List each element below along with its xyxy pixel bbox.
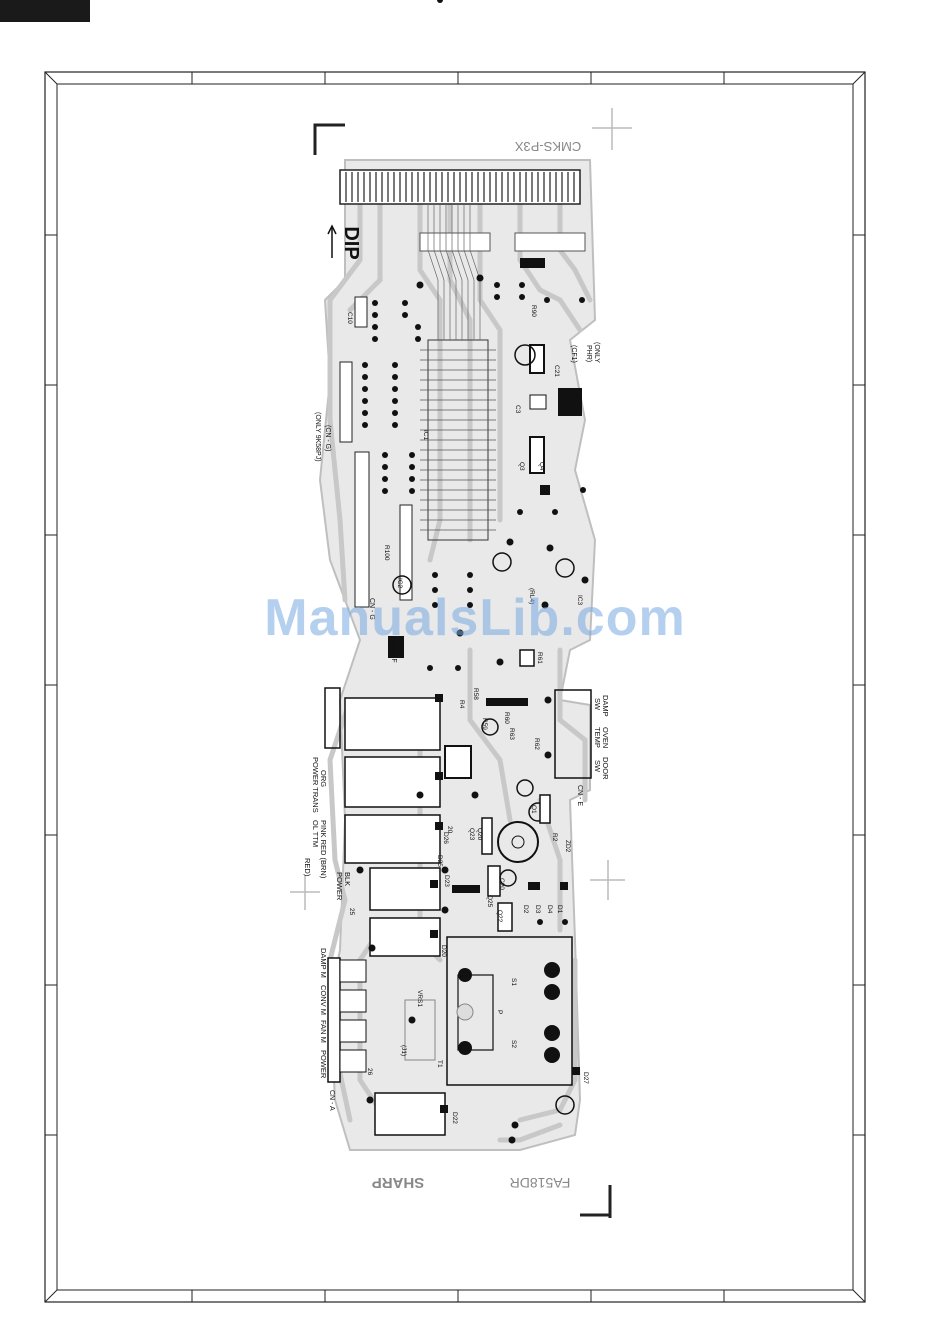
r62-label: R62: [533, 738, 540, 750]
zd2-label: ZD2: [564, 840, 571, 853]
part-code-bottom: FA518DR: [510, 1175, 571, 1191]
p-label: P: [496, 1010, 503, 1014]
drawing-frame: [44, 71, 866, 1303]
harness-labels: ORG POWER TRANS PINK RED (BRN) OL TTM RE…: [303, 757, 352, 1079]
sw-label: SW: [593, 698, 602, 711]
connector-cn-g-block: [339, 296, 413, 608]
r4-label: R4: [458, 700, 465, 709]
r100-label: R100: [383, 545, 390, 561]
dip-orientation: DIP: [327, 224, 362, 260]
r60-label: R60: [503, 712, 510, 724]
s2-label: S2: [510, 1040, 517, 1048]
cn-f-label: CN - F: [390, 642, 397, 663]
middle-components: [388, 0, 592, 779]
cf1-label: (CF1): [570, 345, 577, 363]
d3-label: D3: [534, 905, 541, 914]
r59-label: R59: [481, 718, 488, 730]
q25-label: Q25: [486, 895, 493, 908]
org-label: ORG: [319, 770, 328, 787]
resistor-array-left: [362, 300, 421, 494]
pink-red-label: PINK RED (BRN): [319, 820, 328, 879]
c3-label: C3: [514, 405, 521, 414]
relay-outlines: [324, 687, 446, 1136]
upper-right-components: [492, 258, 586, 578]
t1-label: T1: [436, 1060, 443, 1068]
conv-m-label: CONV M: [319, 985, 328, 1015]
sw2-label: SW: [593, 760, 602, 773]
q4-label: Q4: [538, 462, 545, 471]
cn-g-label: CN - G: [368, 598, 375, 620]
connector-cn-a-block: [327, 957, 367, 1083]
oltm-label: OL TTM: [311, 820, 320, 847]
r61-label: R61: [536, 652, 543, 664]
cn-g-note2: (ONLY 9K58PJ): [314, 412, 321, 462]
ic1-package: [420, 204, 496, 541]
watermark: ManualsLib.com: [264, 589, 686, 647]
r58-label: R58: [472, 688, 479, 700]
fan-m-label: FAN M: [319, 1020, 328, 1043]
r90-label: R90: [530, 305, 537, 317]
blk-label: BLK: [343, 872, 352, 886]
power-blk-label: POWER: [335, 872, 344, 901]
r2-label: R2: [551, 833, 558, 842]
rl4-label: (RL4): [528, 588, 535, 604]
d1-label: D1: [556, 905, 563, 914]
cn-e-label: CN - E: [576, 785, 583, 806]
via-dots: [356, 274, 589, 1144]
ic3-label: IC3: [576, 595, 583, 606]
q3-label: Q3: [518, 462, 525, 471]
switch-labels: DAMP SW OVEN TEMP DOOR SW: [593, 695, 610, 780]
connector-labels: CN - G (CN - G) (ONLY 9K58PJ) CN - F CN …: [314, 412, 583, 1111]
damp-m-label: DAMP M: [319, 948, 328, 978]
cn-a-label: CN - A: [328, 1090, 335, 1111]
q23-label: Q23: [468, 828, 475, 841]
registration-marks: [290, 108, 632, 1218]
damp-label: DAMP: [601, 695, 610, 717]
d27-label: D27: [582, 1072, 589, 1084]
page-corner-tab: [0, 0, 90, 22]
power-section: [452, 779, 568, 932]
q1-label: Q1: [530, 805, 537, 814]
component-labels: IC1 IC2 IC3 C10 R100 R90 R58 R59 R60 R61…: [346, 305, 589, 1124]
oven-label: OVEN: [601, 727, 610, 748]
dip-label: DIP: [340, 226, 362, 259]
phr-label: PHR): [585, 345, 592, 362]
s1-label: S1: [510, 978, 517, 986]
d23-label: D23: [443, 875, 450, 887]
d25-label: D25: [436, 855, 443, 867]
d4-label: D4: [546, 905, 553, 914]
q22-label: Q22: [496, 910, 503, 923]
num25-label: 25: [348, 908, 355, 916]
vrs1-label: VRS1: [416, 990, 423, 1007]
d22-label: D22: [451, 1112, 458, 1124]
j1-label: (J1): [400, 1045, 407, 1056]
num26-label: 26: [366, 1068, 373, 1076]
door-label: DOOR: [601, 757, 610, 780]
only-labels: (ONLY PHR) (CF1): [570, 342, 600, 363]
silkscreen-text: CMKS-P3X FA518DR SHARP: [372, 139, 581, 1191]
q20-label: Q20: [476, 828, 483, 841]
only-y-label: (ONLY: [593, 342, 600, 363]
d2-label: D2: [522, 905, 529, 914]
brand-label: SHARP: [372, 1174, 425, 1191]
c20-label: C20: [498, 878, 505, 890]
ic1-label: IC1: [422, 430, 429, 441]
part-code-top: CMKS-P3X: [514, 139, 581, 154]
c21-label: C21: [553, 365, 560, 377]
transformer-area: [404, 936, 580, 1115]
cn-g-note1: (CN - G): [324, 425, 331, 451]
d20-label: D20: [440, 945, 447, 957]
r63-label: R63: [508, 728, 515, 740]
num20-label: 20: [446, 826, 453, 834]
relay-diodes: [430, 694, 472, 1113]
power-cn-a-label: POWER: [319, 1050, 328, 1079]
red-label: RED): [303, 858, 312, 877]
temp-label: TEMP: [593, 727, 602, 748]
ic2-label: IC2: [396, 578, 403, 589]
c10-label: C10: [346, 312, 353, 324]
d26-label: D26: [442, 832, 449, 844]
power-trans-label: POWER TRANS: [311, 757, 320, 813]
edge-connector-top: [339, 169, 586, 252]
